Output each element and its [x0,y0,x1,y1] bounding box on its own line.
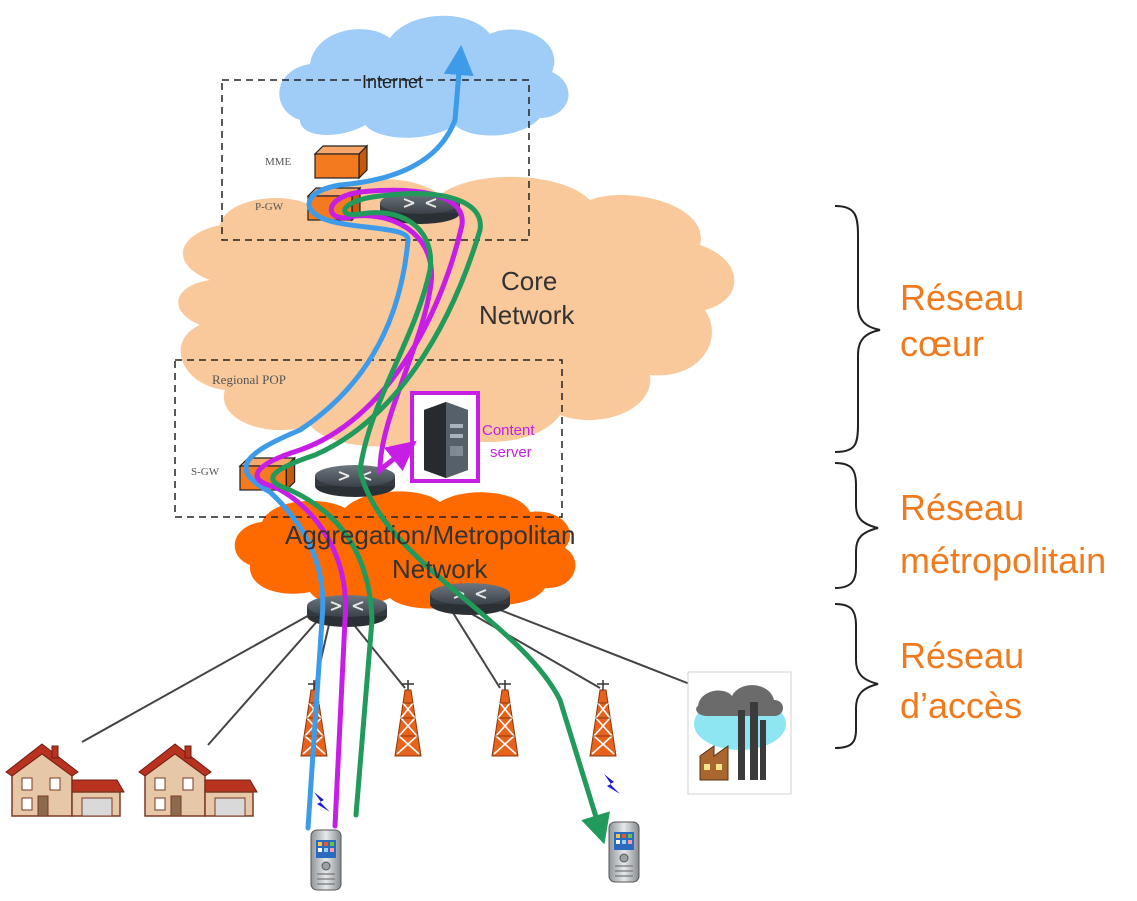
brace-access [834,603,879,749]
mme-label: MME [265,156,292,168]
lightning-icon-1 [314,792,330,812]
cell-tower-icon-4 [589,679,617,757]
layer-access-line2: d’accès [900,685,1022,726]
core-gateway-box [221,79,530,241]
layer-core-line1: Réseau [900,277,1024,318]
mobile-phone-icon-1 [310,829,342,891]
core-network-cloud [178,176,735,447]
content-server-label-line2: server [490,444,532,461]
lightning-icon-2 [604,774,620,794]
cell-tower-icon-2 [394,679,422,757]
internet-label: Internet [362,72,423,92]
brace-metro [834,462,879,589]
pgw-label: P-GW [255,201,284,213]
content-server [410,391,480,483]
layer-core-line2: cœur [900,323,984,364]
brace-core [834,205,881,453]
cell-tower-icon-3 [491,679,519,757]
mobile-phone-icon-2 [608,821,640,883]
traffic-paths [243,45,610,845]
house-icon-2 [138,743,258,817]
aggregation-network-label-line1: Aggregation/Metropolitan [285,520,576,550]
layer-braces [834,205,881,749]
access-links [81,605,701,746]
layer-access-line1: Réseau [900,635,1024,676]
core-network-label-line2: Network [479,300,575,330]
internet-cloud [279,15,569,138]
core-network-label-line1: Core [501,266,557,296]
aggregation-network-label-line2: Network [392,554,488,584]
mme-box-icon [314,145,368,179]
path-green-mobile1 [270,191,610,845]
layer-metro-line2: métropolitain [900,540,1106,581]
access-router-right-icon [429,582,511,616]
factory-icon [687,671,792,795]
house-icon-1 [5,743,125,817]
regional-pop-label: Regional POP [212,372,286,387]
sgw-label: S-GW [191,466,220,478]
path-blue-internet [243,45,474,831]
layer-metro-line1: Réseau [900,487,1024,528]
path-magenta-content [254,187,465,829]
content-server-label-line1: Content [482,422,535,439]
